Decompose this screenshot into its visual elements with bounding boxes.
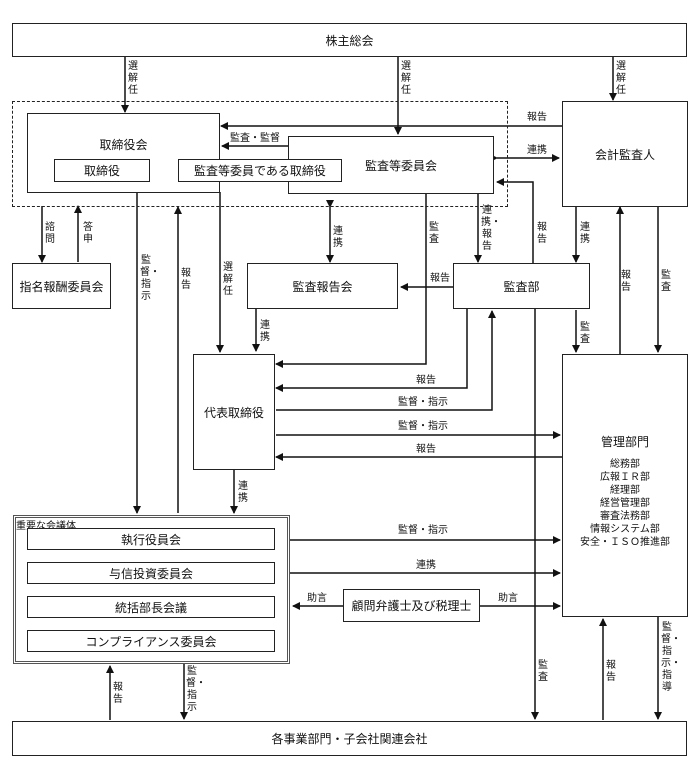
department-item: 経営管理部: [600, 498, 650, 509]
gm-meeting-box: 統括部長会議: [27, 596, 275, 618]
label-management-supervise-business: 監督・指示・指導: [661, 622, 681, 693]
department-item: 総務部: [610, 459, 640, 470]
label-management-report-auditor: 報告: [621, 270, 631, 293]
department-item: 経理部: [610, 485, 640, 496]
label-auditdept-audit-business: 監査: [538, 660, 548, 683]
label-ac-collab-meeting: 連携: [333, 226, 343, 249]
label-consult: 諮問: [45, 222, 55, 245]
ac-director-box: 監査等委員である取締役: [178, 159, 342, 182]
exec-committee-box: 執行役員会: [27, 528, 275, 550]
management-box: 管理部門: [562, 354, 688, 617]
arrow-representative-supervise-auditdept: [276, 310, 496, 411]
label-board-supervise: 監督・指示: [140, 255, 160, 302]
label-meetings-supervise-business: 監督・指示: [186, 666, 206, 713]
audit-committee-label: 監査等委員会: [364, 158, 437, 173]
audit-report-meeting-box: 監査報告会: [247, 263, 398, 309]
label-management-report-rep: 報告: [416, 444, 436, 455]
credit-committee-box: 与信投資委員会: [27, 562, 275, 584]
business-units-box: 各事業部門・子会社関連会社: [12, 721, 687, 756]
label-advice-meetings: 助言: [307, 593, 327, 604]
shareholders-box: 株主総会: [12, 23, 687, 57]
label-rep-supervise-auditdept: 監督・指示: [398, 397, 448, 408]
department-item: 安全・ＩＳＯ推進部: [580, 537, 670, 548]
representative-box: 代表取締役: [193, 354, 275, 470]
advisors-box: 顧問弁護士及び税理士: [343, 589, 480, 622]
label-auditor-report-ac: 報告: [537, 222, 547, 245]
label-auditdept-audit-management: 監査: [580, 322, 590, 345]
audit-dept-box: 監査部: [453, 263, 590, 309]
nomination-committee-box: 指名報酬委員会: [12, 263, 111, 309]
label-business-report-meetings: 報告: [113, 682, 123, 705]
label-report-auditor-board: 報告: [527, 112, 547, 123]
label-meetings-report-board: 報告: [181, 268, 191, 291]
label-ac-audit-rep: 監査: [429, 222, 439, 245]
arrow-auditdept-report-representative: [275, 309, 468, 392]
department-item: 情報システム部: [590, 524, 660, 535]
label-elect-ac: 選解任: [401, 61, 411, 96]
department-item: 審査法務部: [600, 511, 650, 522]
label-business-report-management: 報告: [606, 660, 616, 683]
accounting-auditor-box: 会計監査人: [562, 101, 688, 207]
label-auditor-collab-auditdept: 連携: [580, 222, 590, 245]
label-elect-auditor: 選解任: [616, 61, 626, 96]
label-advice-management: 助言: [498, 593, 518, 604]
label-meetings-supervise-management: 監督・指示: [398, 525, 448, 536]
label-ac-collab-report: 連携・報告: [481, 205, 501, 252]
meetings-title: 重要な会議体: [16, 521, 76, 532]
department-item: 広報ＩＲ部: [600, 472, 650, 483]
label-elect-board: 選解任: [128, 61, 138, 96]
label-meeting-collab-rep: 連携: [260, 320, 270, 343]
director-box: 取締役: [54, 159, 150, 182]
label-board-elect-rep: 選解任: [223, 262, 233, 297]
label-rep-supervise-management: 監督・指示: [398, 421, 448, 432]
label-auditdept-report-rep: 報告: [416, 375, 436, 386]
governance-frame: [12, 101, 508, 207]
label-auditdept-report-meeting: 報告: [430, 273, 450, 284]
label-audit-supervise: 監査・監督: [230, 133, 280, 144]
department-list: 総務部 広報ＩＲ部 経理部 経営管理部 審査法務部 情報システム部 安全・ＩＳＯ…: [562, 458, 688, 549]
label-auditor-audit-management: 監査: [661, 270, 671, 293]
label-collab-ac-auditor: 連携: [527, 145, 547, 156]
label-rep-collab-meetings: 連携: [238, 481, 248, 504]
compliance-committee-box: コンプライアンス委員会: [27, 630, 275, 652]
label-meetings-collab-management: 連携: [416, 560, 436, 571]
label-answer: 答申: [83, 222, 93, 245]
